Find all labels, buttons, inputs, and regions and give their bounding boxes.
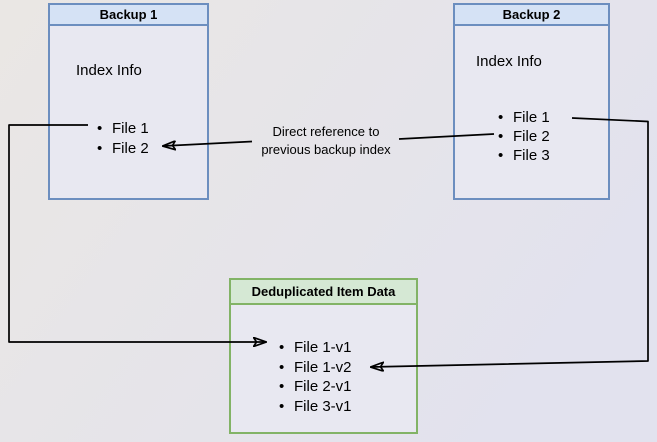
backup1-title: Backup 1 [99,7,158,22]
backup2-file-2-label: File 2 [513,128,550,145]
backup2-file-1-label: File 1 [513,109,550,126]
backup1-file-item: File 2 [97,138,149,158]
reference-annotation: Direct reference to previous backup inde… [245,123,407,159]
backup2-file-3-label: File 3 [513,147,550,164]
backup2-index-info-label: Index Info [476,53,542,70]
dedup-box: Deduplicated Item Data File 1-v1 File 1-… [229,278,418,434]
reference-annotation-line1: Direct reference to [272,124,380,139]
dedup-file-item: File 1-v2 [279,358,352,378]
dedup-file-item: File 3-v1 [279,397,352,417]
dedup-file-list: File 1-v1 File 1-v2 File 2-v1 File 3-v1 [279,338,352,416]
backup1-file-item: File 1 [97,118,149,138]
dedup-file-1v2-label: File 1-v2 [294,358,352,376]
dedup-file-2v1-label: File 2-v1 [294,378,352,396]
backup1-file-list: File 1 File 2 [97,118,149,158]
backup2-file-item: File 1 [498,108,550,127]
backup2-file-list: File 1 File 2 File 3 [498,108,550,165]
dedup-header: Deduplicated Item Data [231,280,416,305]
backup1-file-2-label: File 2 [112,139,149,157]
backup1-box: Backup 1 Index Info File 1 File 2 [48,3,209,200]
reference-annotation-line2: previous backup index [261,142,391,157]
dedup-title: Deduplicated Item Data [251,284,396,299]
backup1-index-info-label: Index Info [76,62,142,79]
backup2-file-item: File 3 [498,146,550,165]
dedup-file-item: File 1-v1 [279,338,352,358]
dedup-file-3v1-label: File 3-v1 [294,397,352,415]
backup1-file-1-label: File 1 [112,119,149,137]
backup2-box: Backup 2 Index Info File 1 File 2 File 3 [453,3,610,200]
dedup-file-1v1-label: File 1-v1 [294,339,352,357]
backup2-header: Backup 2 [455,5,608,26]
backup2-file-item: File 2 [498,127,550,146]
backup1-header: Backup 1 [50,5,207,26]
backup2-title: Backup 2 [502,7,561,22]
dedup-file-item: File 2-v1 [279,377,352,397]
